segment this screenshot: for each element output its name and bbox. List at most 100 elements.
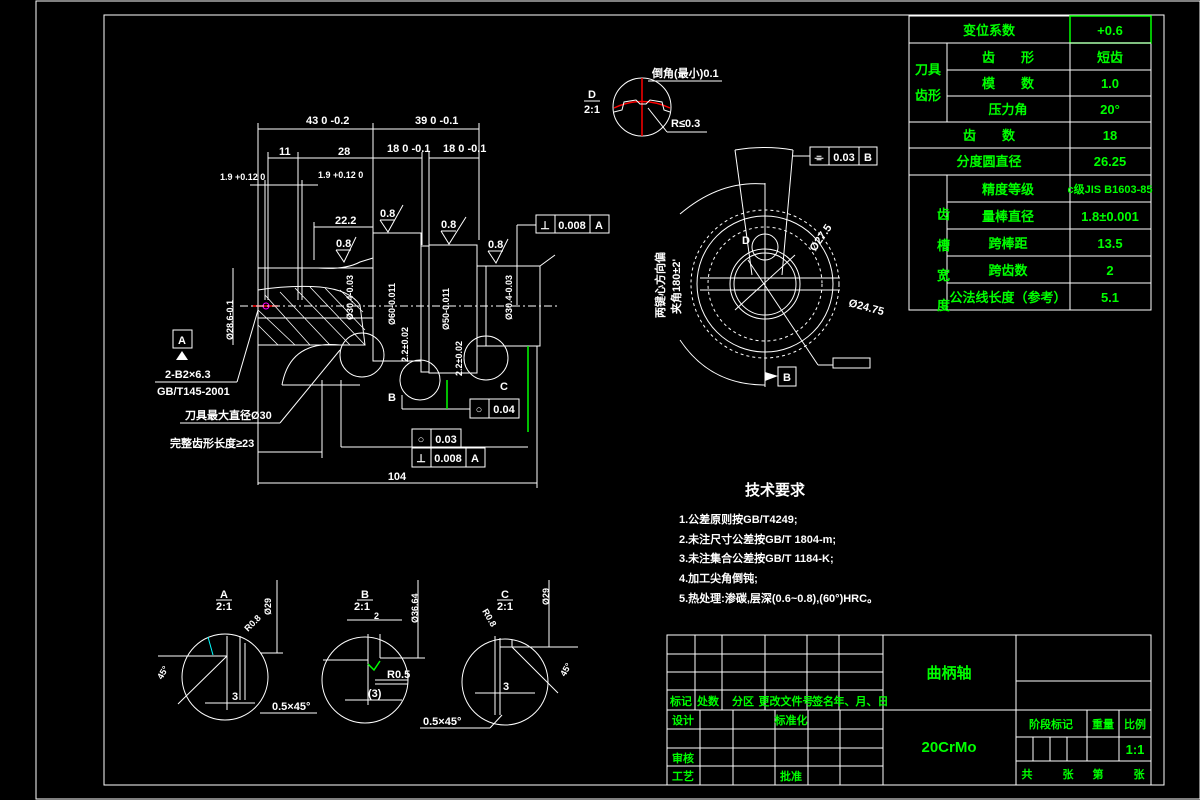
side-diam-big: Ø24.75 xyxy=(847,297,885,318)
gt-label-6: 精度等级 xyxy=(982,182,1035,197)
tech-item-1: 1.公差原则按GB/T4249; xyxy=(679,512,798,526)
roughness-4: 0.8 xyxy=(488,239,503,251)
tol-round-2-symbol: ○ xyxy=(418,434,425,446)
diam-c-label: Ø30.4-0.03 xyxy=(504,275,514,320)
gear-table: 变位系数 +0.6 刀具 齿形 齿 形 短齿 模 数 1.0 压力角 20° 齿… xyxy=(908,15,1153,313)
gt-group2-3: 度 xyxy=(937,298,951,313)
tb-part-name: 曲柄轴 xyxy=(926,664,971,682)
tb-total: 共 xyxy=(1022,767,1033,781)
tol-perp-bottom-symbol: ⊥ xyxy=(416,453,426,465)
tol-round-2: ○ 0.03 xyxy=(411,428,462,449)
tol-round-2-value: 0.03 xyxy=(435,434,456,446)
gt-group1-b: 齿形 xyxy=(915,88,941,103)
side-angle-note-1: 两键心方向偏 xyxy=(653,252,667,318)
roughness-3: 0.8 xyxy=(336,238,351,250)
datum-a: A xyxy=(178,335,186,347)
tb-weight: 重量 xyxy=(1092,717,1114,731)
diam-1: Ø60-0.011 xyxy=(387,283,397,325)
gt-label-2: 模 数 xyxy=(982,76,1035,91)
dim-1-9b: 1.9 +0.12 0 xyxy=(318,170,363,180)
depth-1: 2.2±0.02 xyxy=(400,327,410,362)
tb-header-3: 更改文件号 xyxy=(759,694,814,708)
tech-item-2: 2.未注尺寸公差按GB/T 1804-m; xyxy=(679,532,836,546)
dim-43: 43 0 -0.2 xyxy=(306,115,349,127)
roughness-symbols: 0.8 0.8 0.8 0.8 xyxy=(335,204,509,264)
tech-item-3: 3.未注集合公差按GB/T 1184-K; xyxy=(679,551,834,565)
gt-group2-1: 槽 xyxy=(937,238,950,253)
gt-value-1: 短齿 xyxy=(1097,50,1123,65)
detail-c-label: C xyxy=(501,589,509,601)
tb-header-1: 处数 xyxy=(696,694,720,708)
tol-perp-bottom: ⊥ 0.008 A xyxy=(411,447,486,468)
dim-18a: 18 0 -0.1 xyxy=(387,143,430,155)
gt-label-1: 齿 形 xyxy=(982,50,1034,65)
detail-d-chamfer: 倒角(最小)0.1 xyxy=(651,66,719,80)
detail-b-scale: 2:1 xyxy=(354,601,370,613)
gt-label-8: 跨棒距 xyxy=(988,236,1027,251)
gt-value-5: 26.25 xyxy=(1094,154,1127,169)
label-c: C xyxy=(500,381,508,393)
gt-value-7: 1.8±0.001 xyxy=(1081,209,1139,224)
detail-d-scale: 2:1 xyxy=(584,104,600,116)
diam-a-label: Ø30.4-0.03 xyxy=(345,275,355,320)
dim-1-9a: 1.9 +0.12 0 xyxy=(220,172,265,182)
tech-title: 技术要求 xyxy=(745,481,806,499)
detail-a-chamfer: 0.5×45° xyxy=(272,701,310,713)
gt-label-10: 公法线长度（参考） xyxy=(949,290,1066,305)
gt-label-4: 齿 数 xyxy=(963,128,1016,143)
gt-value-9: 2 xyxy=(1106,263,1113,278)
diam-2: Ø50-0.011 xyxy=(441,288,451,330)
detail-c-angle: 45° xyxy=(558,661,574,678)
section-hatch xyxy=(257,285,366,346)
label-b: B xyxy=(388,392,396,404)
tech-requirements: 技术要求 1.公差原则按GB/T4249; 2.未注尺寸公差按GB/T 1804… xyxy=(679,481,878,605)
title-block: 标记 处数 分区 更改文件号 签名 年、月、日 设计 标准化 审核 工艺 批准 … xyxy=(666,634,1152,786)
detail-c-radius: R0.8 xyxy=(480,607,498,628)
tb-header-0: 标记 xyxy=(669,694,692,708)
detail-b-dim: Ø36.64 xyxy=(410,593,420,623)
side-view: ⌯ 0.03 B D Ø27.5 Ø24.75 两键心方向偏 夹角180±2' … xyxy=(653,146,885,387)
gt-group2-0: 齿 xyxy=(937,207,950,222)
diam-left: Ø28.6-0.1 xyxy=(225,300,235,340)
gt-value-4: 18 xyxy=(1103,128,1117,143)
tb-standardization: 标准化 xyxy=(774,713,808,727)
tol-perp-bottom-value: 0.008 xyxy=(434,453,462,465)
gt-value-8: 13.5 xyxy=(1097,236,1122,251)
depth-2: 2.2±0.02 xyxy=(454,341,464,376)
detail-b: B 2:1 2 Ø36.64 R0.5 (3) xyxy=(321,580,425,724)
tech-item-5: 5.热处理:渗碳,层深(0.6~0.8),(60°)HRC。 xyxy=(679,591,878,605)
detail-d: D 2:1 倒角(最小)0.1 R≤0.3 xyxy=(584,66,722,137)
gt-label-3: 压力角 xyxy=(988,102,1027,117)
tool-note: 刀具最大直径Ø30 xyxy=(185,408,272,422)
overall-length: 104 xyxy=(388,471,407,483)
tb-review: 审核 xyxy=(672,751,694,765)
gt-group2-2: 宽 xyxy=(936,268,950,283)
side-tol-datum: B xyxy=(864,152,872,164)
tb-design: 设计 xyxy=(672,713,694,727)
dim-18b: 18 0 -0.1 xyxy=(443,143,486,155)
tb-number: 第 xyxy=(1093,767,1104,781)
spline-note-1: 2-B2×6.3 xyxy=(165,369,211,381)
inner-frame xyxy=(103,14,1165,786)
side-angle-note-2: 夹角180±2' xyxy=(669,258,683,314)
gt-label-9: 跨齿数 xyxy=(988,263,1028,278)
tol-perp-bottom-datum: A xyxy=(471,453,479,465)
detail-c-width: 3 xyxy=(503,681,509,693)
detail-d-radius: R≤0.3 xyxy=(671,118,700,130)
dim-22-2: 22.2 xyxy=(335,215,356,227)
dim-11: 11 xyxy=(279,146,291,158)
detail-c: C 2:1 Ø29 R0.8 45° 3 0.5×45° xyxy=(420,580,578,729)
tol-perp-top-datum: A xyxy=(595,220,603,232)
detail-b-radius: R0.5 xyxy=(387,669,410,681)
tech-item-4: 4.加工尖角倒钝; xyxy=(679,571,758,585)
side-tol-symbol: ⌯ xyxy=(814,152,824,164)
tb-scale-value: 1:1 xyxy=(1126,742,1145,757)
detail-a-label: A xyxy=(220,589,228,601)
detail-d-label: D xyxy=(588,89,596,101)
gt-label-5: 分度圆直径 xyxy=(956,154,1021,169)
detail-b-width: (3) xyxy=(368,688,382,700)
tb-scale-label: 比例 xyxy=(1124,717,1146,731)
gt-label-0: 变位系数 xyxy=(963,23,1016,38)
roughness-1: 0.8 xyxy=(380,208,395,220)
